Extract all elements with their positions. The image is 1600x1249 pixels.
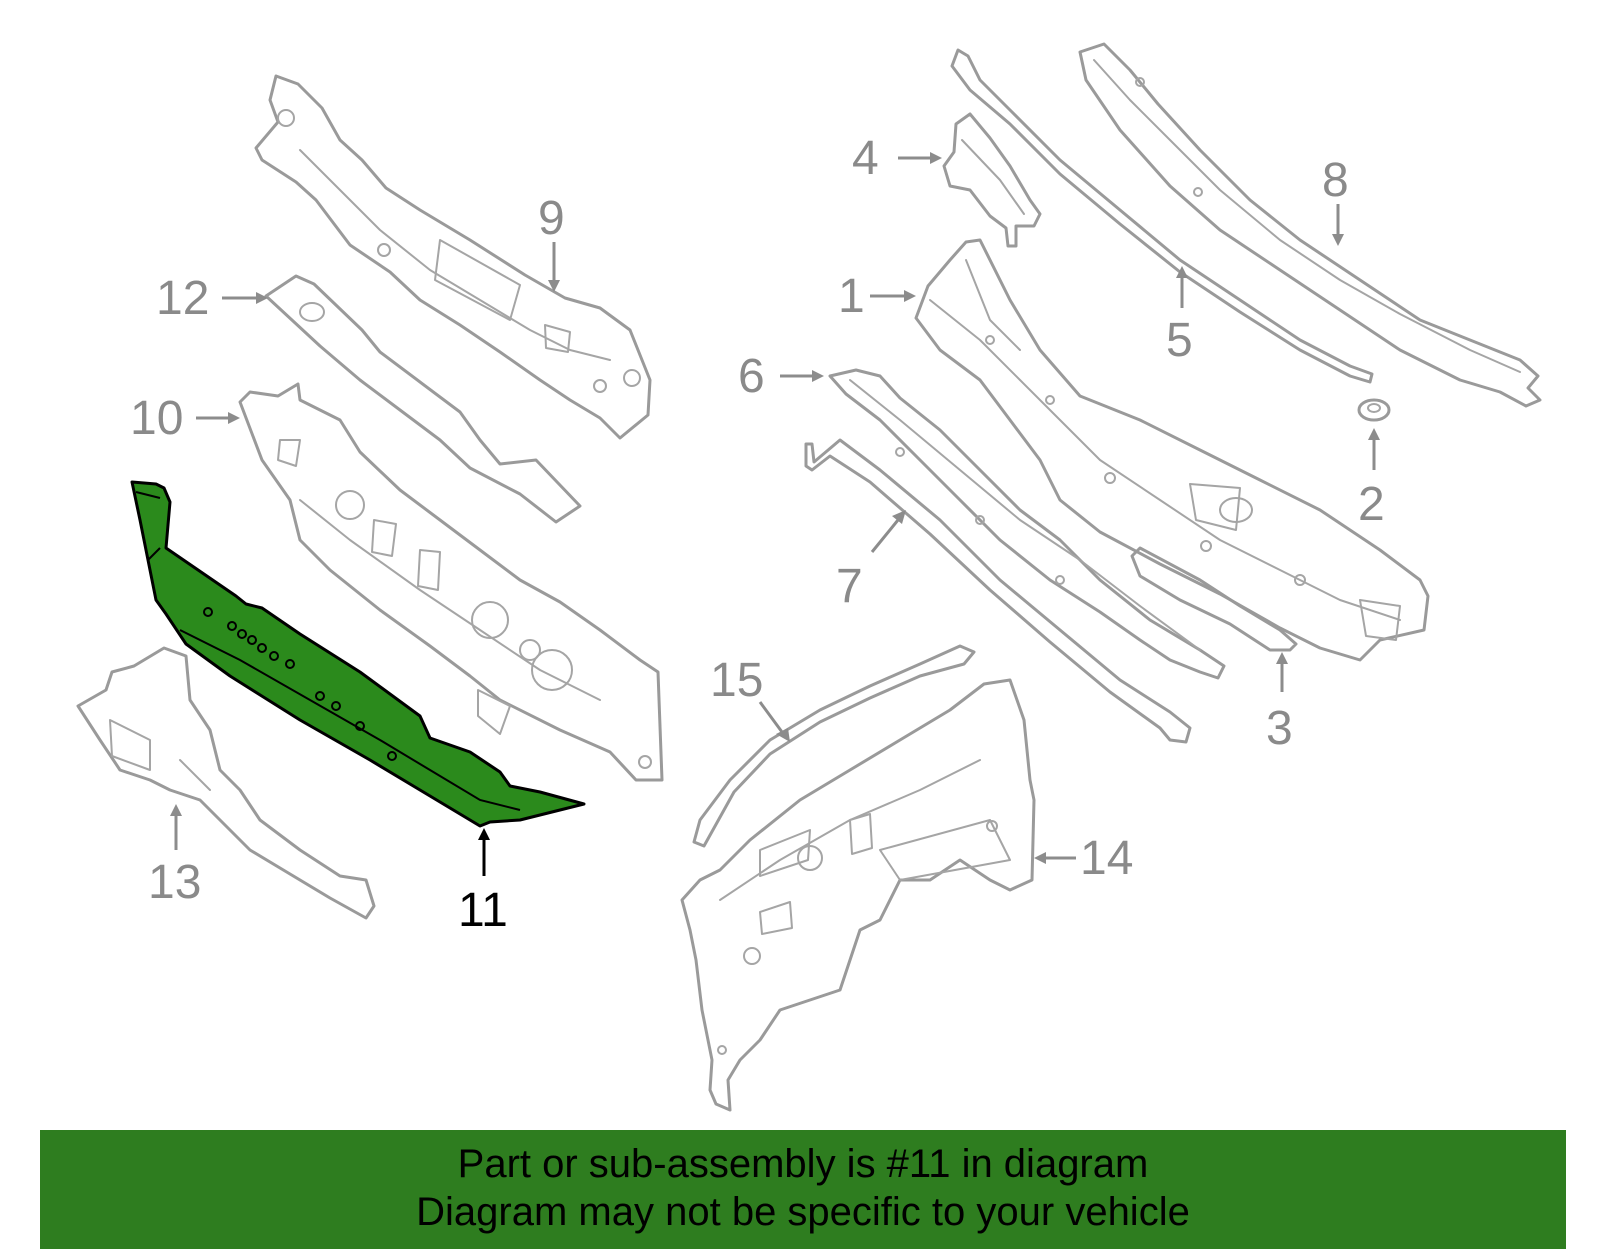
callout-5: 5 [1166,314,1193,367]
callout-6: 6 [738,350,765,403]
callout-4: 4 [852,132,879,185]
parts-diagram: 9 12 10 11 13 4 5 8 1 2 6 7 3 14 15 [76,42,1542,1112]
part-4-small-bracket [942,112,1042,248]
banner-line-part-number: Part or sub-assembly is #11 in diagram [457,1142,1149,1186]
callout-8: 8 [1322,154,1349,207]
callout-7: 7 [836,560,863,613]
part-9-cowl-top-panel [254,74,652,440]
callout-9: 9 [538,192,565,245]
part-2-grommet [1357,398,1391,422]
banner-line-disclaimer: Diagram may not be specific to your vehi… [416,1190,1190,1234]
callout-14: 14 [1080,832,1133,885]
part-3-lower-strip [1130,546,1298,652]
callout-12: 12 [156,272,209,325]
callout-15: 15 [710,654,763,707]
part-12-reinforcement [264,274,582,524]
callout-2: 2 [1358,478,1385,531]
part-6-cowl-channel [828,368,1226,680]
part-15-weatherstrip [692,644,976,848]
part-7-support-rod [804,438,1192,744]
part-11-cowl-member-highlighted [130,480,586,828]
part-5-seal-strip [950,48,1374,384]
part-1-cowl-lower-panel [914,238,1430,662]
callout-11: 11 [458,884,508,937]
callout-13: 13 [148,856,201,909]
part-10-dash-upper [238,382,664,782]
part-14-dash-lower-panel [680,678,1036,1112]
callout-3: 3 [1266,702,1293,755]
callout-numbers: 9 12 10 11 13 4 5 8 1 2 6 7 3 14 15 [130,132,1385,937]
callout-1: 1 [838,270,865,323]
part-8-cowl-front [1078,42,1542,408]
callout-10: 10 [130,392,183,445]
info-banner: Part or sub-assembly is #11 in diagram D… [40,1130,1566,1249]
part-13-side-bracket [76,646,376,920]
callout-leaders [170,152,1380,876]
